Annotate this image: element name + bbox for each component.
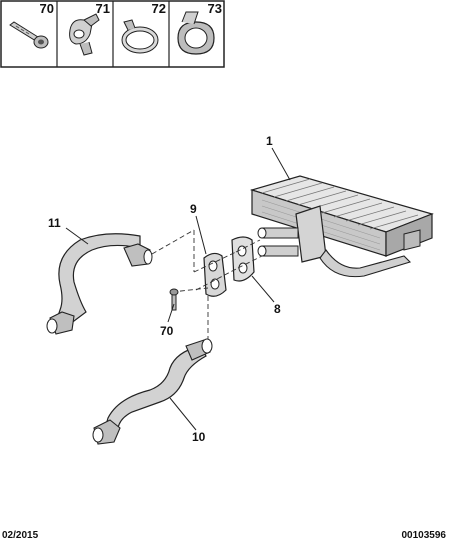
outlet-hose [92, 338, 213, 445]
legend-part-number: 71 [95, 1, 110, 16]
legend-part-number: 72 [151, 1, 166, 16]
callout-outlet-hose: 10 [192, 430, 206, 444]
band-clamp-small-icon [121, 19, 159, 54]
leader-lines [65, 147, 291, 431]
inlet-hose [46, 233, 153, 335]
legend-part-number: 70 [39, 1, 54, 16]
callout-seal-plate: 9 [190, 202, 197, 216]
seal-plate [203, 252, 227, 297]
assembly-lines [151, 229, 263, 340]
legend-cell-72: 72 [113, 0, 169, 66]
legend-grid [0, 0, 225, 68]
screw-icon [9, 21, 49, 49]
legend-cell-73: 73 [169, 0, 225, 66]
callout-screw: 70 [160, 324, 174, 338]
callout-gasket: 8 [274, 302, 281, 316]
diagram-id: 00103596 [401, 530, 447, 541]
callout-inlet-hose: 11 [48, 216, 61, 230]
gasket [231, 236, 255, 282]
legend-cell-70: 70 [1, 0, 57, 66]
callout-heater-core: 1 [266, 134, 273, 148]
screw [169, 288, 179, 311]
legend-part-number: 73 [207, 1, 222, 16]
legend-cell-71: 71 [57, 0, 113, 66]
hose-clip-icon [69, 13, 100, 56]
diagram-date: 02/2015 [2, 530, 39, 541]
heater-core [249, 175, 434, 278]
band-clamp-large-icon [177, 11, 215, 55]
